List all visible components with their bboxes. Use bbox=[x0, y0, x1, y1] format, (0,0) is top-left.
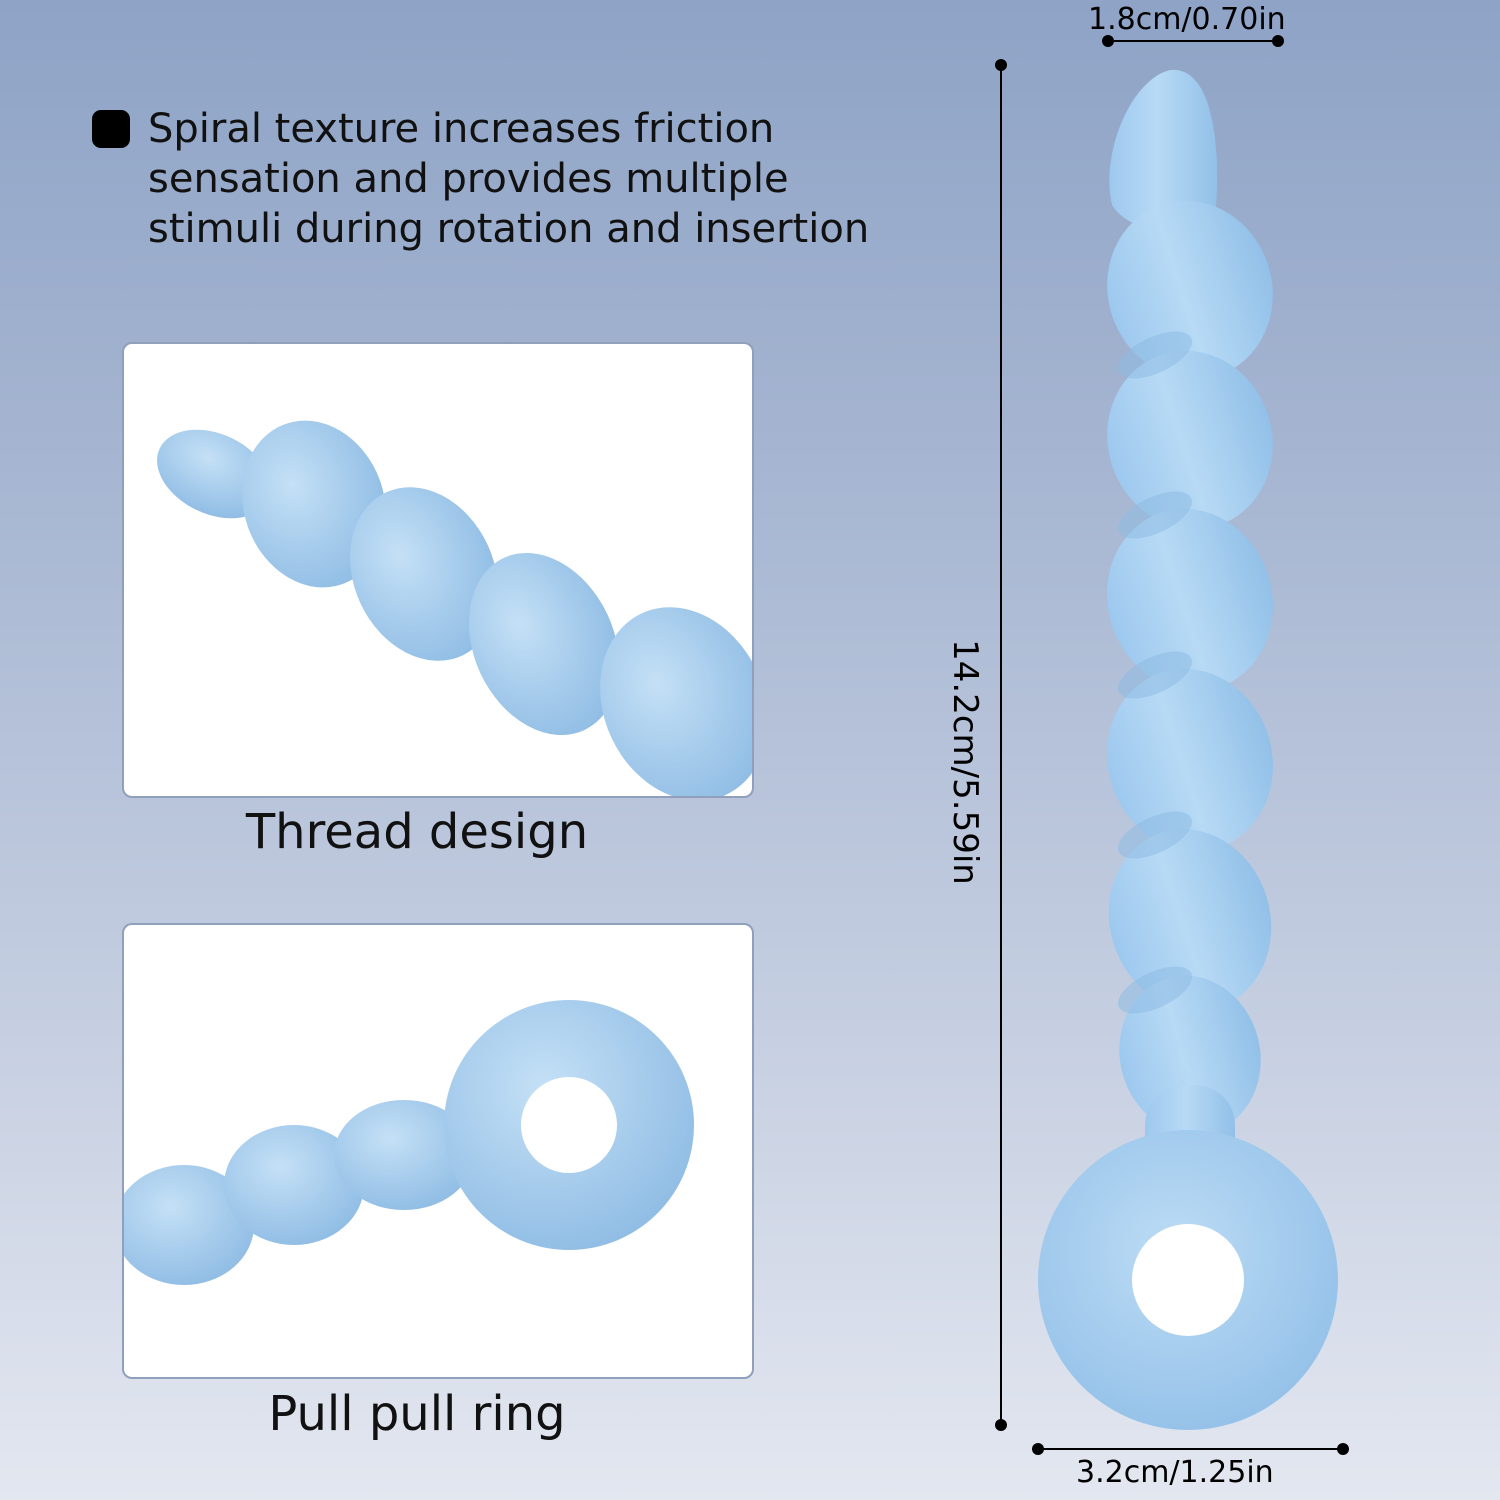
feature-description: Spiral texture increases friction sensat… bbox=[92, 104, 912, 254]
spiral-product-illustration bbox=[1038, 69, 1338, 1430]
square-bullet-icon bbox=[92, 110, 130, 148]
length-dimension-label: 14.2cm/5.59in bbox=[945, 639, 985, 885]
pull-ring-closeup-illustration bbox=[124, 1000, 694, 1285]
feature-text: Spiral texture increases friction sensat… bbox=[148, 104, 869, 254]
pull-ring-image bbox=[122, 923, 754, 1379]
top-width-dimension-line bbox=[1108, 40, 1278, 42]
product-full-view bbox=[1020, 55, 1350, 1439]
thread-design-image bbox=[122, 342, 754, 798]
pull-ring-caption: Pull pull ring bbox=[268, 1386, 566, 1442]
bottom-width-label: 3.2cm/1.25in bbox=[1076, 1455, 1274, 1490]
top-width-label: 1.8cm/0.70in bbox=[1088, 2, 1286, 37]
thread-closeup-illustration bbox=[157, 420, 752, 796]
bottom-width-right-dot bbox=[1337, 1443, 1349, 1455]
bottom-width-left-dot bbox=[1032, 1443, 1044, 1455]
top-width-left-dot bbox=[1102, 35, 1114, 47]
length-dimension-bottom-dot bbox=[995, 1419, 1007, 1431]
feature-line-3: stimuli during rotation and insertion bbox=[148, 206, 870, 252]
length-dimension-top-dot bbox=[995, 59, 1007, 71]
feature-line-1: Spiral texture increases friction bbox=[148, 106, 775, 152]
top-width-right-dot bbox=[1272, 35, 1284, 47]
bottom-width-dimension-line bbox=[1038, 1448, 1343, 1450]
feature-line-2: sensation and provides multiple bbox=[148, 156, 789, 202]
length-dimension-line bbox=[1000, 65, 1002, 1425]
thread-design-caption: Thread design bbox=[245, 804, 589, 860]
